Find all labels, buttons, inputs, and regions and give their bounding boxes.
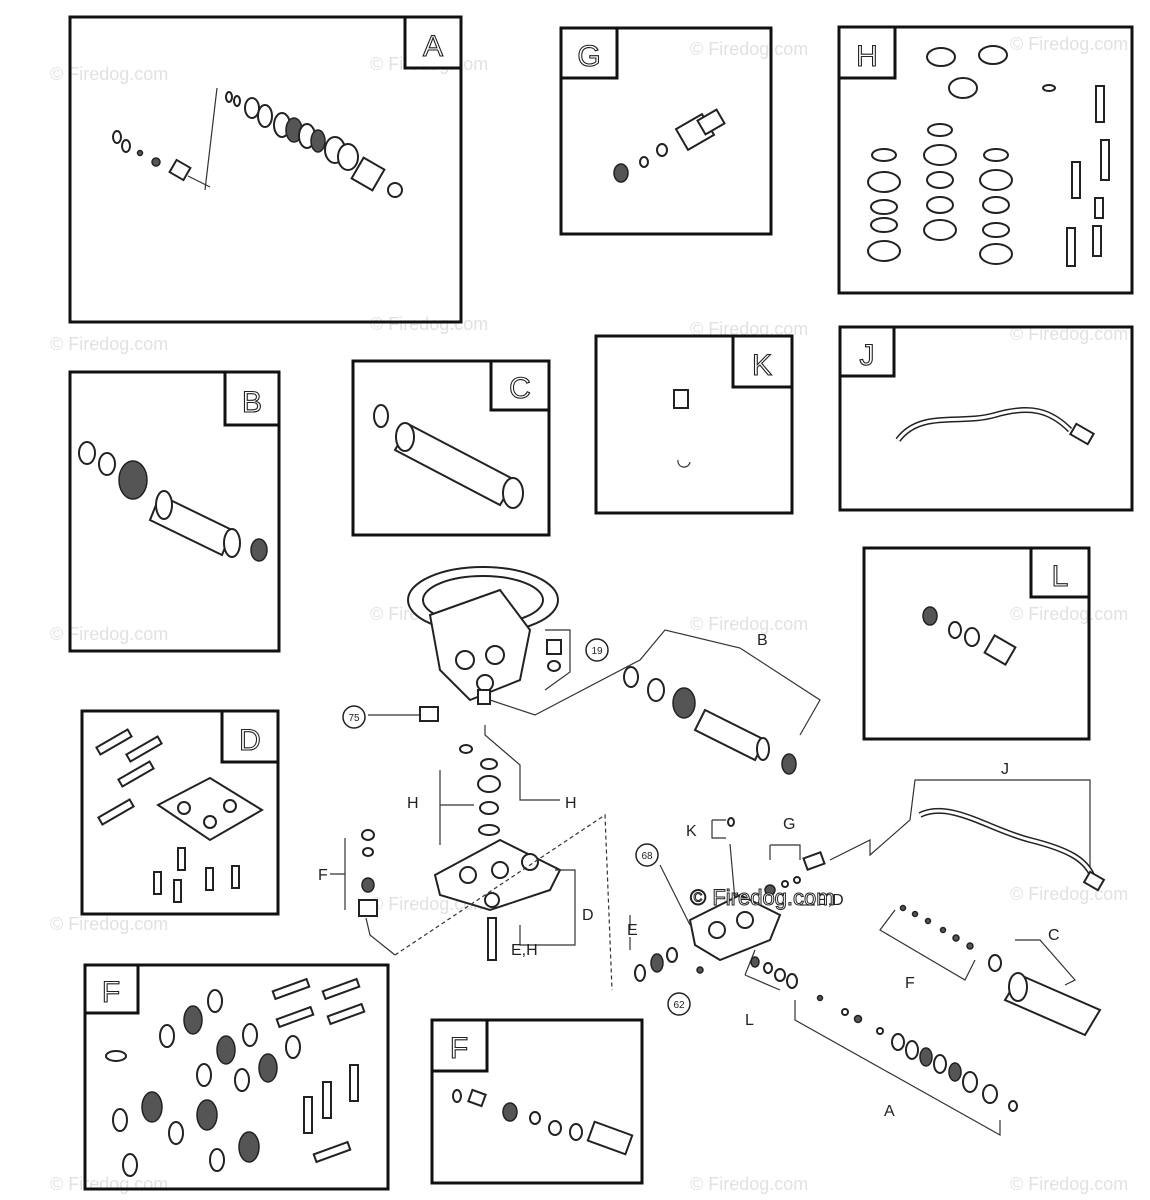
watermark-text: © Firedog.com: [1010, 604, 1128, 624]
manifold-and-bolts: [95, 728, 264, 903]
panel-label: J: [860, 339, 875, 372]
valve-assembly-exploded: [112, 87, 403, 198]
panel-label: L: [1052, 560, 1069, 593]
label-E-D: E,D: [817, 892, 844, 909]
label-B: B: [757, 632, 768, 649]
callout-number: 75: [348, 713, 360, 724]
panel-label: H: [856, 40, 878, 73]
panel-J: J: [838, 325, 1134, 512]
label-G: G: [783, 816, 795, 833]
label-F: F: [318, 867, 328, 884]
panel-F-small: F: [430, 1018, 644, 1185]
watermark-text: © Firedog.com: [370, 314, 488, 334]
valve-kit: [105, 977, 366, 1177]
panel-label: G: [577, 40, 600, 73]
watermark-text: © Firedog.com: [690, 39, 808, 59]
watermark-text: © Firedog.com: [1010, 884, 1128, 904]
watermark-text: © Firedog.com: [690, 614, 808, 634]
panel-label: A: [423, 30, 443, 63]
panel-B: B: [68, 370, 281, 653]
panel-label: F: [102, 976, 120, 1009]
panel-C: C: [351, 359, 551, 537]
label-K: K: [686, 823, 697, 840]
label-E-H: E,H: [511, 942, 538, 959]
plug-and-ring: [673, 389, 691, 468]
check-valve: [922, 606, 1017, 667]
callout-68: 68: [635, 843, 659, 867]
seal-kit: [867, 45, 1110, 267]
label-H: H: [407, 795, 419, 812]
label-D: D: [582, 907, 594, 924]
watermark-text: © Firedog.com: [50, 1174, 168, 1194]
filter-assembly: [78, 441, 268, 562]
panel-D: D: [80, 709, 280, 916]
watermark-text: © Firedog.com: [50, 624, 168, 644]
panel-label: K: [752, 349, 772, 382]
brand-watermark: © Firedog.com: [690, 885, 835, 910]
watermark-text: © Firedog.com: [1010, 34, 1128, 54]
panel-K: K: [594, 334, 794, 515]
label-C: C: [1048, 927, 1060, 944]
watermark-text: © Firedog.com: [50, 64, 168, 84]
label-A: A: [884, 1103, 895, 1120]
callout-75: 75: [342, 705, 366, 729]
unloader-valve: [452, 1088, 634, 1156]
main-exploded-view: [330, 566, 1106, 1137]
watermark-text: © Firedog.com: [1010, 1174, 1128, 1194]
callout-62: 62: [667, 992, 691, 1016]
panel-L: L: [862, 546, 1091, 741]
panel-label: C: [509, 372, 531, 405]
callout-19: 19: [585, 638, 609, 662]
label-L: L: [745, 1012, 754, 1029]
watermark-text: © Firedog.com: [50, 914, 168, 934]
label-F: F: [905, 975, 915, 992]
callout-number: 19: [591, 646, 603, 657]
label-E: E: [627, 922, 638, 939]
panel-F-large: F: [83, 963, 390, 1191]
main-labels: B H H F D E,H K G E,D E L F C A J © Fire…: [318, 632, 1060, 1120]
inlet-housing: [373, 404, 524, 509]
panel-label: B: [242, 386, 262, 419]
label-J: J: [1001, 761, 1009, 778]
panel-A: A: [68, 15, 463, 324]
panel-label: F: [450, 1032, 468, 1065]
panel-label: D: [239, 724, 261, 757]
watermark-text: © Firedog.com: [1010, 324, 1128, 344]
watermarks: © Firedog.com © Firedog.com © Firedog.co…: [50, 34, 1128, 1194]
panel-G: G: [559, 26, 773, 236]
callout-number: 62: [673, 1000, 685, 1011]
bypass-hose: [895, 407, 1096, 446]
panel-H: H: [837, 25, 1134, 295]
watermark-text: © Firedog.com: [50, 334, 168, 354]
watermark-text: © Firedog.com: [690, 319, 808, 339]
nozzle-fitting-exploded: [613, 108, 726, 183]
callout-number: 68: [641, 851, 653, 862]
watermark-text: © Firedog.com: [690, 1174, 808, 1194]
label-H: H: [565, 795, 577, 812]
